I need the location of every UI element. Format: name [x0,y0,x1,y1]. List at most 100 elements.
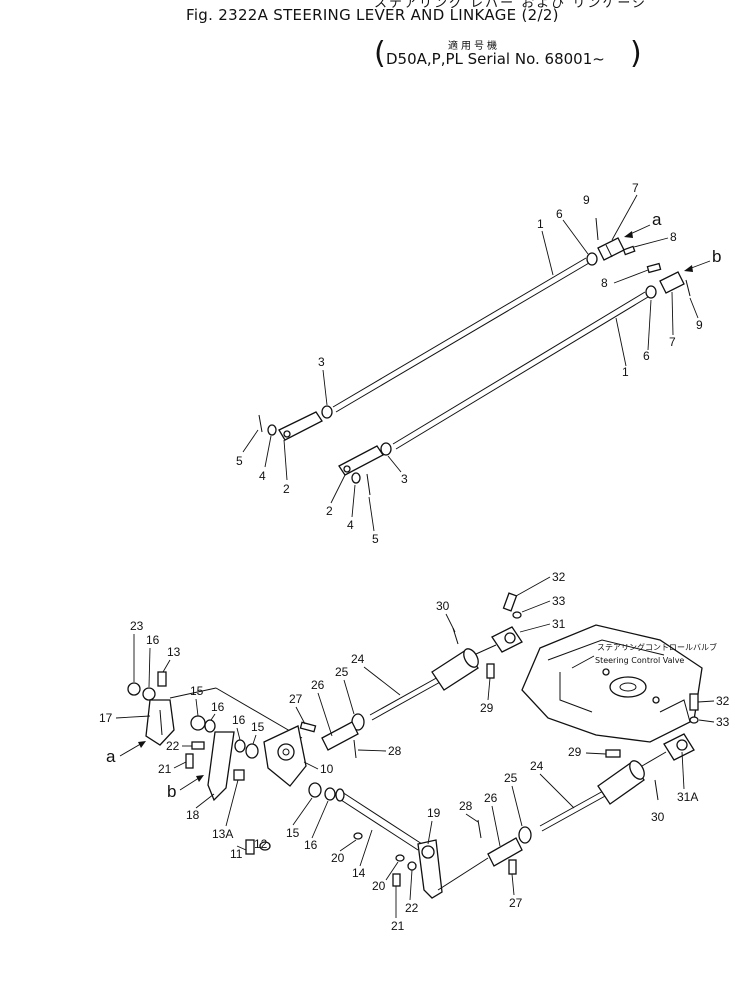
fitting-13a [233,769,245,781]
bolt-22 [191,741,205,750]
callout-14: 14 [352,866,366,880]
callout-13a: 13A [212,827,233,841]
arrow-a-bottom [138,741,146,748]
yoke-26b [487,837,523,867]
cotter-pin-5 [258,414,263,433]
bolt-32 [502,592,518,612]
key-20 [353,832,363,840]
callout-4: 4 [259,469,266,483]
upper-callouts: 1 6 9 7 8 8 9 7 6 1 3 5 4 2 [236,181,703,546]
callout-9b: 9 [696,318,703,332]
yoke-26 [321,721,359,751]
rod-24 [369,675,441,716]
lock-nut-3 [321,405,333,419]
shaft-14-edge [341,791,423,845]
callout-28: 28 [388,744,402,758]
serial-bracket-right: ) [630,36,642,71]
callout-3b: 3 [401,472,408,486]
cotter-pin-5b [366,473,371,496]
serial-applicability-japanese: 適用号機 [448,41,500,52]
callout-24b: 24 [530,759,544,773]
bushing-15b [245,743,259,759]
yoke-7b [659,271,685,294]
valve-port [609,676,647,698]
bolt-32b [689,693,699,711]
callout-1: 1 [537,217,544,231]
arrow-b-bottom [196,775,204,782]
bushing-15c [308,782,322,798]
lock-nut-6 [586,252,598,266]
callout-16b: 16 [211,700,225,714]
callout-13: 13 [167,645,181,659]
bushing-16d [324,787,336,801]
rod-24-edge [371,680,443,721]
lever-18 [207,731,235,802]
yoke-pin-hole-b [343,465,351,473]
ref-b-bottom: b [167,782,176,801]
callout-9: 9 [583,193,590,207]
callout-18: 18 [186,808,200,822]
bolt-29 [486,663,495,679]
callout-6: 6 [556,207,563,221]
callout-25: 25 [335,665,349,679]
steering-rod-1b [392,291,646,445]
callout-5b: 5 [372,532,379,546]
pin-27 [299,721,317,733]
callout-15c: 15 [286,826,300,840]
callout-29: 29 [480,701,494,715]
callout-25b: 25 [504,771,518,785]
callout-16d: 16 [304,838,318,852]
callout-22: 22 [166,739,180,753]
cotter-pin-9b [685,279,691,297]
callout-31a: 31A [677,790,698,804]
shaft-14 [337,797,419,851]
washer-4 [267,424,277,436]
callout-26b: 26 [484,791,498,805]
lever-group [127,671,489,899]
washer-33 [512,611,522,619]
yoke-7 [597,237,625,261]
callout-31: 31 [552,617,566,631]
callout-4b: 4 [347,518,354,532]
callout-3: 3 [318,355,325,369]
bolt-11 [245,839,255,855]
cotter-pin-28 [353,739,357,759]
arrow-b-top [684,265,693,272]
callout-20: 20 [331,851,345,865]
callout-33: 33 [552,594,566,608]
lower-rod-assembly-lower [477,693,699,875]
callout-6b: 6 [643,349,650,363]
bolt-21b [392,873,401,887]
washer-33b [689,716,699,724]
callout-29b: 29 [568,745,582,759]
pin-27b [508,859,517,875]
lower-rod-assembly-upper [299,592,523,759]
upper-reference-markers: a b [624,210,721,272]
lever-17 [145,699,175,746]
callout-33b: 33 [716,715,730,729]
callout-8: 8 [670,230,677,244]
ref-b-top: b [712,247,721,266]
lower-callouts: 32 33 31 30 24 25 26 27 29 28 23 16 13 [99,570,730,933]
callout-7: 7 [632,181,639,195]
callout-30: 30 [436,599,450,613]
callout-15: 15 [190,684,204,698]
serial-applicability: D50A,P,PL Serial No. 68001~ [386,50,605,68]
bushing-16b [204,719,216,733]
upper-rod-assembly-b [338,262,691,496]
bushing-15 [190,715,206,731]
callout-16: 16 [146,633,160,647]
clevis-pin-8b [646,262,662,274]
callout-27b: 27 [509,896,523,910]
callout-22b: 22 [405,901,419,915]
callout-32: 32 [552,570,566,584]
upper-rod-assembly-a [258,217,636,441]
callout-12: 12 [254,837,268,851]
bushing-16c [234,739,246,753]
nut-25b [518,826,532,844]
ref-a-bottom: a [106,747,116,766]
callout-20b: 20 [372,879,386,893]
callout-27: 27 [289,692,303,706]
yoke-pin-hole [283,430,291,438]
